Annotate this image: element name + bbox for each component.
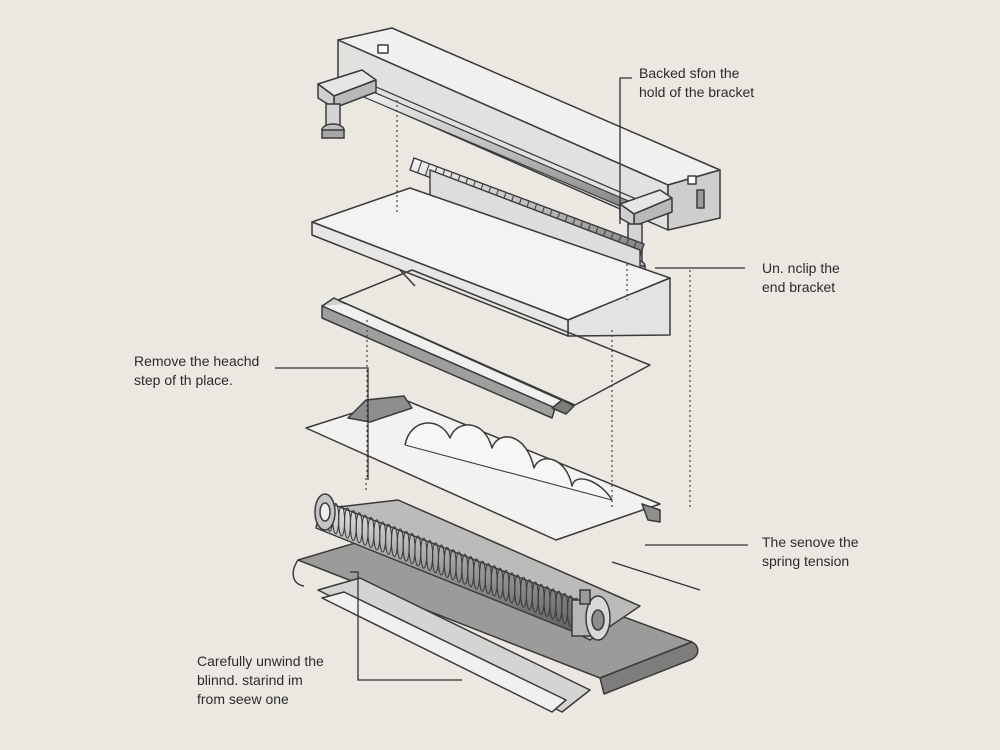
callout-line: hold of the bracket [639, 84, 755, 100]
shaft-rib [417, 160, 423, 174]
guide-lines [365, 100, 691, 510]
callout-line: spring tension [762, 553, 850, 569]
callout-remove-step: Remove the heachd step of th place. [134, 352, 259, 390]
callout-line: Un. nclip the [762, 260, 840, 276]
leader-lines [275, 77, 748, 681]
callout-spring-tension: The senove the spring tension [762, 533, 859, 571]
callout-line: Backed sfon the [639, 65, 740, 81]
callout-line: Remove the heachd [134, 353, 260, 369]
bottom-rail-panel [292, 531, 699, 713]
bracket-icon [619, 189, 673, 227]
callout-unclip-end-bracket: Un. nclip the end bracket [762, 259, 840, 297]
clip-bar [321, 269, 651, 419]
shaft-rib [424, 163, 430, 176]
callout-unwind-blind: Carefully unwind the blinnd. starind im … [197, 652, 324, 709]
callout-line: Carefully unwind the [197, 653, 324, 669]
callout-line: step of th place. [134, 372, 233, 388]
callout-line: from seew one [197, 691, 289, 707]
callout-line: The senove the [762, 534, 859, 550]
head-rail [337, 27, 721, 231]
bolt-icon [321, 103, 345, 139]
end-cap-icon [314, 493, 611, 641]
scalloped-tray [305, 395, 661, 541]
bracket-icon [317, 69, 377, 109]
callout-line: end bracket [762, 279, 836, 295]
callout-line: blinnd. starind im [197, 672, 303, 688]
callout-backed-bracket: Backed sfon the hold of the bracket [639, 64, 754, 102]
